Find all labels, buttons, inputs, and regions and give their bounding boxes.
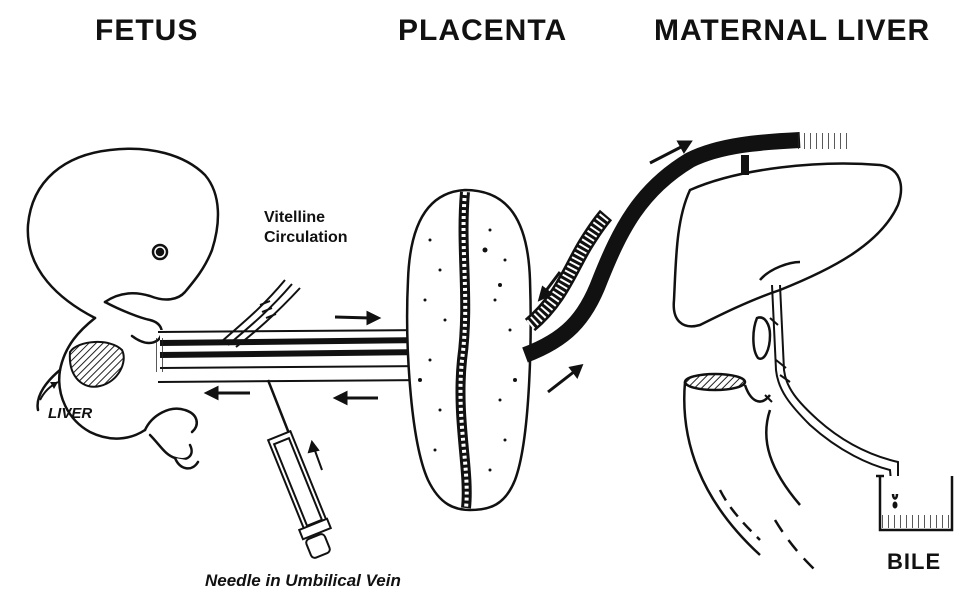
fetal-liver-label: LIVER bbox=[48, 405, 92, 422]
vessel-ribbed-end bbox=[795, 133, 850, 149]
maternal-liver bbox=[674, 155, 901, 359]
bile-beaker bbox=[876, 476, 952, 530]
umbilical-cord bbox=[155, 330, 430, 382]
bile-duct-tube bbox=[765, 285, 898, 492]
vitelline-label-line1: Vitelline bbox=[264, 208, 348, 228]
vitelline-label-line2: Circulation bbox=[264, 228, 348, 248]
bile-label: BILE bbox=[887, 549, 941, 575]
needle-caption: Needle in Umbilical Vein bbox=[205, 571, 401, 591]
vitelline-circulation-label: Vitelline Circulation bbox=[264, 208, 348, 248]
placenta bbox=[407, 190, 530, 510]
syringe-arrow bbox=[309, 442, 322, 470]
intestine bbox=[684, 374, 815, 570]
